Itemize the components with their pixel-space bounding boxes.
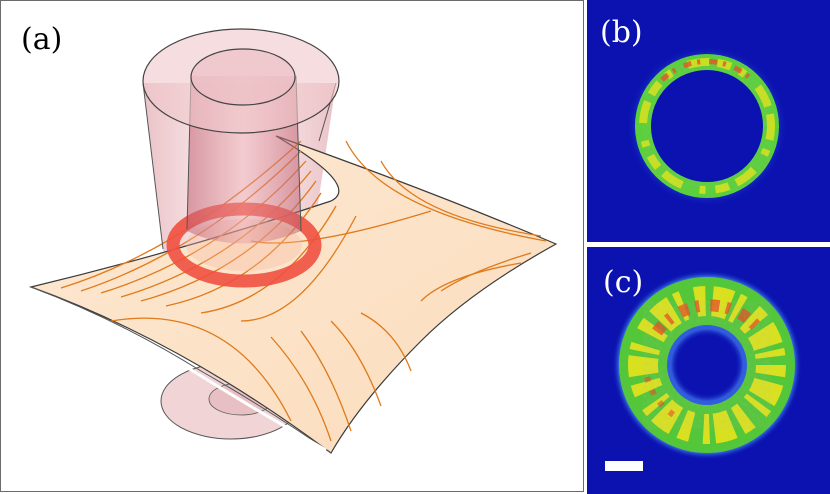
scale-bar [605, 461, 643, 471]
panel-label-c: (c) [603, 265, 644, 300]
panel-label-a: (a) [21, 22, 63, 57]
sheet-underside-edge [30, 286, 332, 454]
panel-label-b: (b) [600, 15, 643, 50]
panel-c-image: (c) [587, 247, 830, 494]
thick-ring-image [587, 247, 830, 494]
panel-b-image: (b) [587, 0, 830, 242]
inner-beam-top [190, 48, 296, 106]
schematic-drawing [28, 28, 558, 454]
contour-lines [60, 140, 547, 442]
sheet-underside-highlight [32, 288, 327, 452]
saddle-sheet [28, 135, 558, 454]
thin-ring-image [587, 0, 830, 242]
panel-a-schematic: (a) [0, 0, 584, 492]
